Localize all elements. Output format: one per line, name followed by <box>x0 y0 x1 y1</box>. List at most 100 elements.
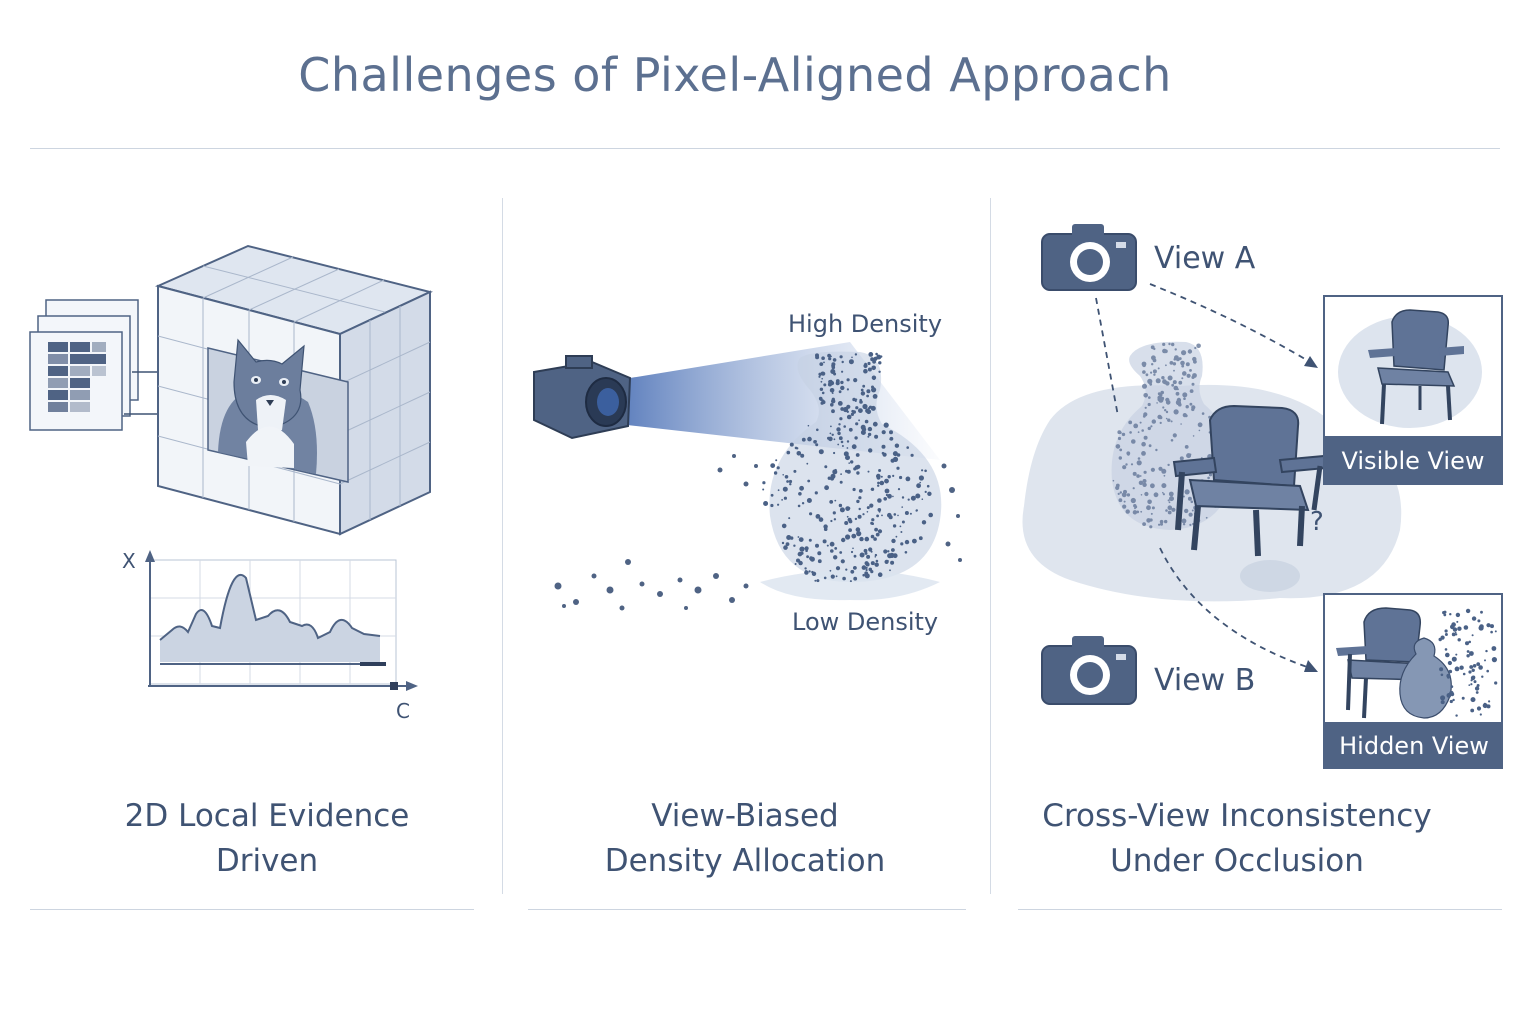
cloud-point <box>862 573 865 577</box>
cloud-point <box>1116 484 1119 487</box>
cloud-point <box>809 556 813 560</box>
cloud-point <box>823 576 827 580</box>
cloud-point <box>1138 480 1144 485</box>
cloud-point <box>1160 522 1163 526</box>
cloud-point <box>1455 714 1458 717</box>
cloud-point <box>919 481 921 484</box>
cloud-point <box>1132 487 1135 490</box>
cloud-point <box>1486 623 1491 628</box>
cloud-point <box>856 471 860 475</box>
cloud-point <box>801 502 805 505</box>
cloud-point <box>1447 660 1452 666</box>
cloud-point <box>800 551 804 555</box>
cloud-point <box>918 536 923 541</box>
cloud-point <box>797 504 801 508</box>
cloud-point <box>1184 508 1189 514</box>
cloud-point <box>837 443 840 446</box>
cloud-point <box>830 519 833 523</box>
cloud-point <box>850 550 854 554</box>
cloud-point <box>854 353 858 356</box>
cloud-point <box>1137 457 1141 460</box>
cloud-point <box>1450 685 1454 688</box>
cloud-point <box>793 469 797 473</box>
cloud-point <box>1157 367 1160 370</box>
cloud-point <box>876 354 882 360</box>
camera-icon <box>533 355 632 440</box>
cloud-point <box>1449 613 1452 616</box>
cloud-point <box>1173 409 1179 415</box>
cloud-point <box>1440 635 1445 640</box>
cloud-point <box>870 488 873 491</box>
cloud-point <box>1470 697 1476 703</box>
view-rays <box>1095 283 1311 669</box>
feature-response-plot: X C <box>122 549 418 723</box>
cloud-point <box>835 566 841 571</box>
cloud-point <box>822 539 827 544</box>
panel-2-caption: View-Biased Density Allocation <box>510 794 980 884</box>
cloud-point <box>904 551 908 554</box>
cloud-point <box>788 517 791 520</box>
cloud-point <box>899 475 903 480</box>
cloud-point <box>1152 369 1157 374</box>
cloud-point <box>1150 467 1155 472</box>
cloud-point <box>858 507 861 511</box>
cloud-point <box>1173 385 1179 391</box>
cloud-point <box>875 352 878 356</box>
cloud-point <box>820 371 824 375</box>
cloud-point <box>841 360 844 364</box>
cloud-point <box>876 514 879 518</box>
panel-2-divider <box>528 909 966 910</box>
cloud-point <box>830 403 834 407</box>
cloud-point <box>1167 375 1173 381</box>
cloud-point <box>1189 402 1193 406</box>
cloud-point <box>924 490 927 493</box>
cloud-point <box>817 559 822 564</box>
cloud-point <box>826 544 829 547</box>
cloud-point <box>864 419 869 424</box>
cloud-point <box>887 493 892 499</box>
cloud-point <box>907 498 910 501</box>
cloud-point <box>846 515 849 518</box>
cloud-point <box>1174 348 1177 351</box>
cloud-point <box>1483 702 1487 706</box>
cloud-point <box>839 551 843 554</box>
cloud-point <box>870 561 875 566</box>
cloud-point <box>1157 395 1163 401</box>
cloud-point <box>782 486 788 492</box>
cloud-point <box>1192 435 1195 437</box>
density-illustration: High Density Low Density <box>533 310 962 636</box>
cloud-point <box>783 545 788 550</box>
cloud-point <box>1470 675 1476 681</box>
cloud-point <box>862 384 866 388</box>
cloud-point <box>874 434 879 439</box>
cloud-point <box>1462 672 1466 676</box>
cloud-point <box>807 424 810 427</box>
cloud-point <box>1170 439 1174 442</box>
cloud-point <box>1457 626 1462 631</box>
cloud-point <box>1189 523 1192 526</box>
cloud-point <box>1150 483 1155 489</box>
cloud-point <box>833 518 837 521</box>
cloud-point <box>793 544 796 547</box>
cloud-point <box>1153 492 1159 498</box>
cloud-point <box>839 417 843 421</box>
cloud-point <box>1122 465 1127 470</box>
cloud-point <box>900 531 903 533</box>
cloud-point <box>881 451 885 455</box>
cloud-point <box>1162 493 1165 496</box>
cloud-point <box>855 527 861 532</box>
cloud-point <box>1205 516 1208 519</box>
cloud-point <box>781 523 787 529</box>
cloud-point <box>1169 361 1174 365</box>
cloud-point <box>857 514 862 519</box>
cloud-point <box>1142 482 1147 487</box>
cloud-point <box>1167 463 1170 467</box>
cloud-point <box>901 506 903 508</box>
panel-2-caption-line-1: View-Biased <box>651 798 839 834</box>
cloud-point <box>1476 706 1482 711</box>
cloud-point <box>921 469 924 472</box>
cloud-point <box>1117 492 1120 495</box>
cloud-point <box>1125 463 1128 466</box>
cloud-point <box>1476 662 1481 666</box>
cloud-point <box>829 380 835 386</box>
